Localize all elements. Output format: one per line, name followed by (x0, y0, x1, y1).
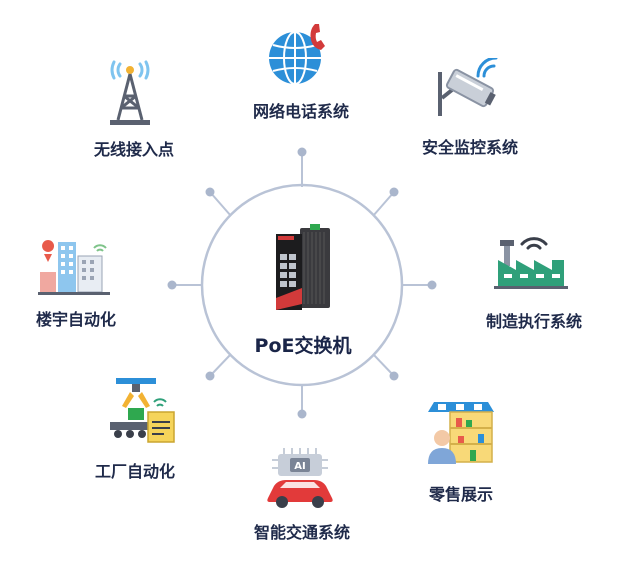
connector-bottom-left (209, 353, 232, 377)
node-label-mes: 制造执行系统 (485, 312, 583, 331)
node-label-network-phone: 网络电话系统 (252, 102, 350, 121)
node-label-wireless: 无线接入点 (93, 140, 175, 159)
ai-car-icon: AI (267, 448, 333, 508)
connector-top-left (209, 191, 232, 217)
globe-phone-icon (269, 24, 325, 85)
node-label-retail: 零售展示 (428, 485, 494, 504)
connector-dot-top-right (389, 187, 399, 197)
connector-dot-top (297, 147, 307, 157)
node-label-traffic: 智能交通系统 (253, 523, 351, 542)
connector-dot-bottom-right (389, 371, 399, 381)
hub-ring (200, 183, 404, 387)
connector-dot-top-left (205, 187, 215, 197)
connector-dot-bottom (297, 409, 307, 419)
connector-bottom-right (372, 353, 395, 377)
node-label-building: 楼宇自动化 (35, 310, 117, 329)
building-icon (38, 240, 110, 295)
industrial-poe-switch-icon (276, 224, 330, 310)
svg-text:AI: AI (294, 461, 305, 472)
center-label: PoE交换机 (254, 335, 352, 357)
factory-icon (494, 237, 568, 289)
connector-top-right (372, 191, 395, 217)
connector-dot-right (427, 280, 437, 290)
wireless-tower-icon (110, 60, 150, 125)
security-camera-icon (438, 58, 498, 116)
store-shelf-icon (428, 402, 494, 464)
node-label-factory: 工厂自动化 (94, 462, 176, 481)
connector-dot-bottom-left (205, 371, 215, 381)
node-label-security: 安全监控系统 (421, 138, 519, 157)
connector-dot-left (167, 280, 177, 290)
robot-arm-icon (110, 378, 175, 443)
